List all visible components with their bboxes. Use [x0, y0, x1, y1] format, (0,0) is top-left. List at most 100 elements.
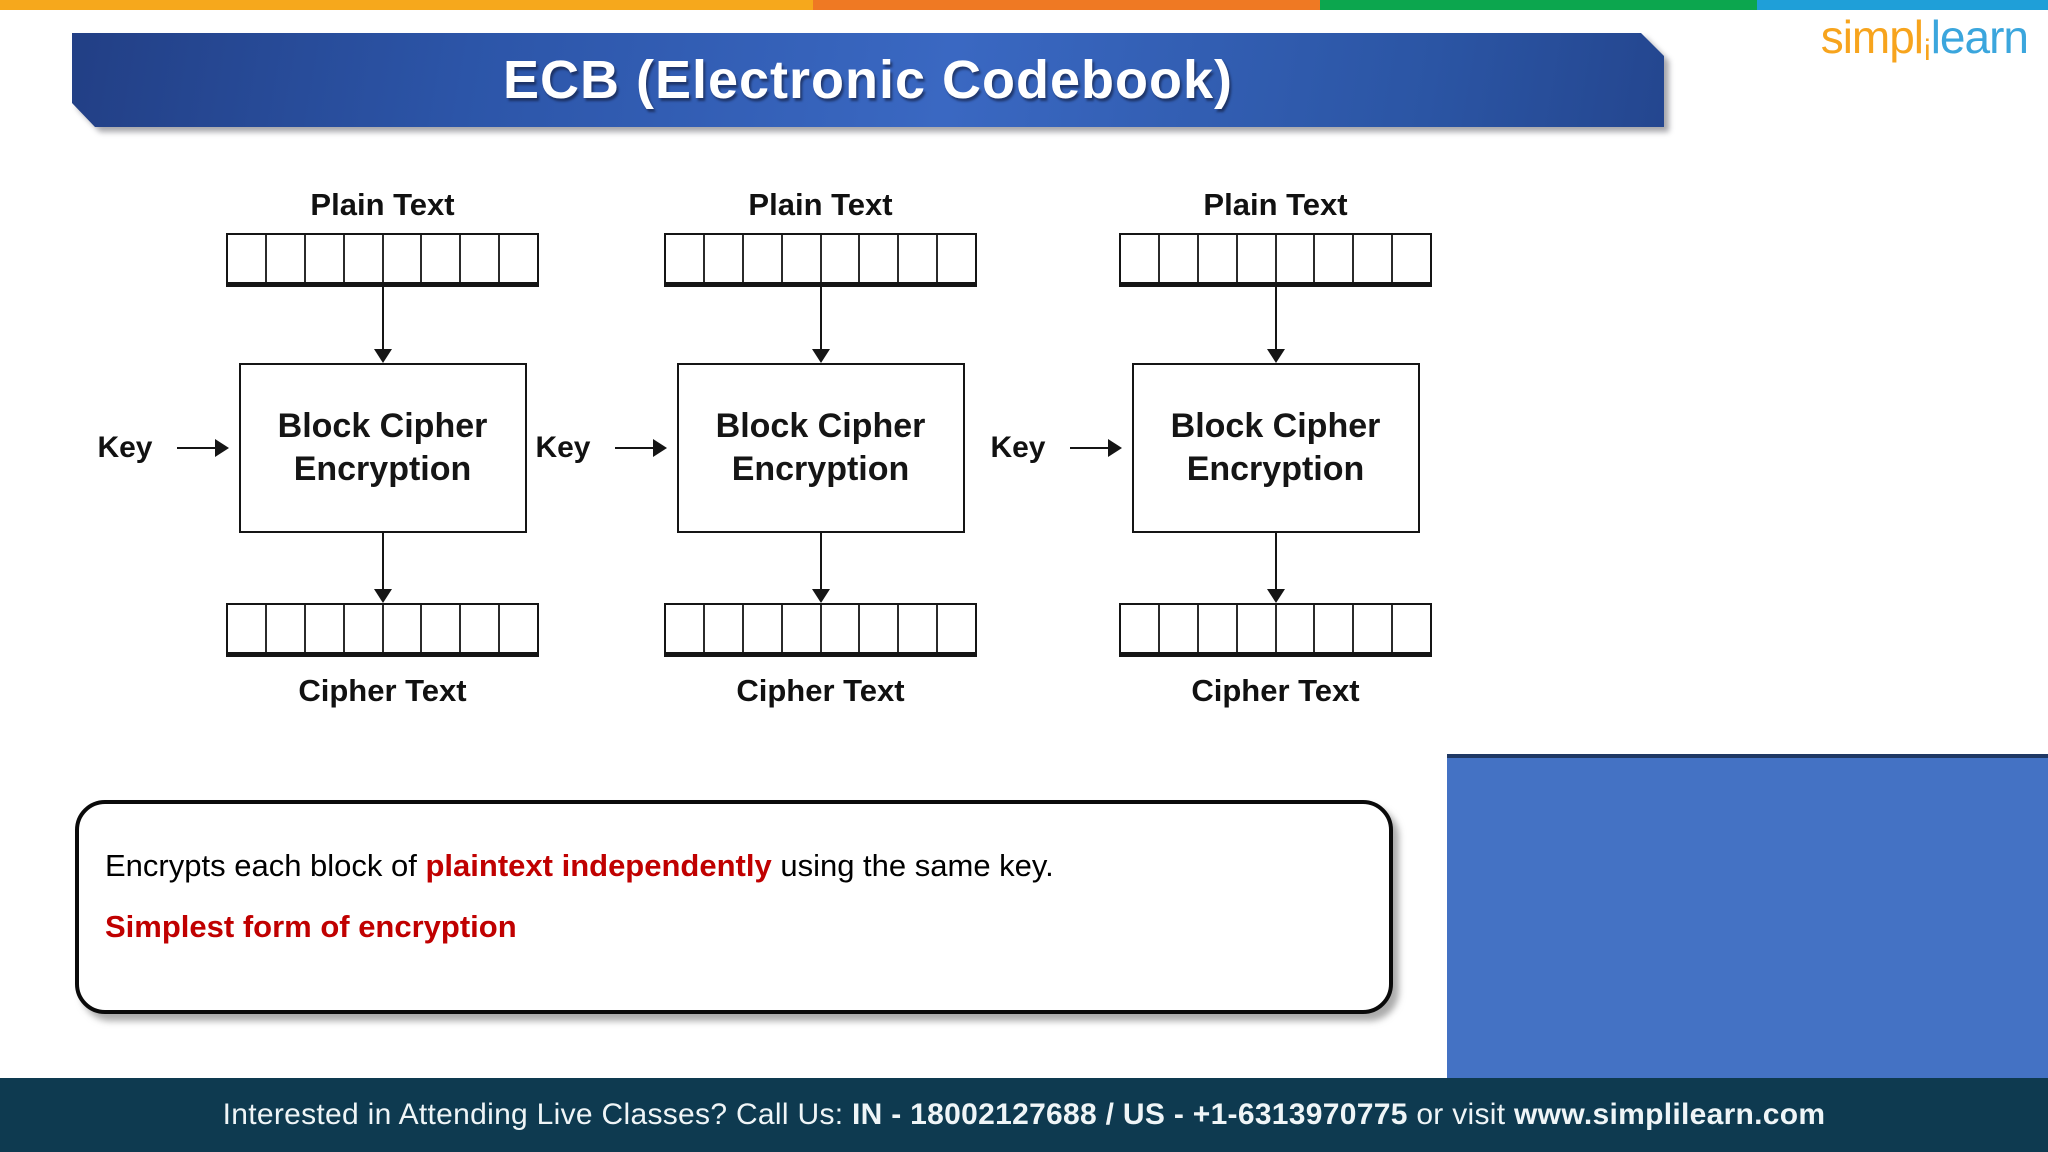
block-cell — [228, 235, 267, 282]
key-input: Key — [990, 431, 1122, 465]
block-cell — [461, 605, 501, 652]
block-cell — [422, 605, 462, 652]
block-cell — [1315, 235, 1355, 282]
plaintext-blocks — [226, 233, 539, 287]
logo-text-learn: learn — [1930, 11, 2029, 63]
stripe-segment-blue — [1757, 0, 2048, 10]
box-label-line2: Encryption — [293, 450, 472, 488]
plaintext-blocks — [1119, 233, 1432, 287]
block-cell — [938, 235, 975, 282]
plaintext-blocks — [664, 233, 977, 287]
plain-text-label: Plain Text — [1203, 187, 1348, 222]
footer-website-link: www.simplilearn.com — [1514, 1098, 1826, 1131]
ecb-column-2: Plain Text Block Cipher Encryption Key C… — [535, 185, 978, 711]
description-line2: Simplest form of encryption — [105, 909, 517, 944]
description-line1-suffix: using the same key. — [771, 848, 1054, 883]
footer-text-prefix: Interested in Attending Live Classes? Ca… — [222, 1098, 853, 1131]
block-cipher-encryption-box: Block Cipher Encryption Key — [990, 363, 1420, 533]
block-cell — [500, 235, 537, 282]
footer-bar: Interested in Attending Live Classes? Ca… — [0, 1078, 2048, 1152]
arrow-right-icon — [1069, 439, 1122, 457]
box-label-line1: Block Cipher — [1170, 407, 1381, 445]
arrow-down-icon — [811, 533, 830, 603]
block-cell — [1238, 235, 1277, 282]
ecb-column-1: Plain Text Block Cipher Encryption Key C… — [97, 185, 540, 711]
box-label-line2: Encryption — [1186, 450, 1365, 488]
block-cell — [860, 235, 900, 282]
block-cell — [783, 605, 822, 652]
block-cell — [1160, 235, 1199, 282]
stripe-segment-green — [1320, 0, 1757, 10]
cipher-text-label: Cipher Text — [1191, 673, 1360, 708]
block-cell — [461, 235, 501, 282]
block-cell — [1199, 235, 1238, 282]
description-line1-prefix: Encrypts each block of — [105, 848, 426, 883]
ciphertext-blocks — [226, 603, 539, 657]
arrow-down-icon — [373, 287, 392, 363]
block-cell — [1354, 235, 1394, 282]
footer-phone-numbers: IN - 18002127688 / US - +1-6313970775 — [852, 1098, 1408, 1131]
block-cell — [345, 605, 384, 652]
block-cell — [345, 235, 384, 282]
block-cell — [1121, 605, 1160, 652]
box-label-line2: Encryption — [731, 450, 910, 488]
block-cell — [1393, 605, 1430, 652]
block-cell — [384, 235, 423, 282]
block-cell — [306, 605, 345, 652]
presenter-video-panel — [1447, 754, 2048, 1078]
block-cell — [1238, 605, 1277, 652]
block-cell — [1315, 605, 1355, 652]
block-cell — [1160, 605, 1199, 652]
key-input: Key — [535, 431, 667, 465]
block-cell — [267, 235, 306, 282]
block-cell — [899, 605, 939, 652]
block-cell — [666, 605, 705, 652]
brand-color-stripe — [0, 0, 2048, 10]
block-cell — [1277, 605, 1316, 652]
block-cell — [1277, 235, 1316, 282]
block-cell — [267, 605, 306, 652]
block-cell — [1121, 235, 1160, 282]
description-box: Encrypts each block of plaintext indepen… — [75, 800, 1393, 1014]
block-cell — [1354, 605, 1394, 652]
stripe-segment-orange — [813, 0, 1320, 10]
block-cell — [744, 605, 783, 652]
box-label-line1: Block Cipher — [277, 407, 488, 445]
block-cell — [1393, 235, 1430, 282]
description-line1-highlight: plaintext independently — [425, 848, 772, 883]
arrow-down-icon — [1266, 287, 1285, 363]
arrow-down-icon — [373, 533, 392, 603]
block-cell — [822, 605, 861, 652]
block-cell — [860, 605, 900, 652]
block-cipher-encryption-box: Block Cipher Encryption Key — [97, 363, 527, 533]
block-cell — [666, 235, 705, 282]
block-cell — [744, 235, 783, 282]
footer-text-middle: or visit — [1407, 1098, 1515, 1131]
block-cell — [306, 235, 345, 282]
block-cell — [228, 605, 267, 652]
arrow-right-icon — [614, 439, 667, 457]
block-cell — [422, 235, 462, 282]
arrow-right-icon — [176, 439, 229, 457]
block-cell — [500, 605, 537, 652]
plain-text-label: Plain Text — [310, 187, 455, 222]
block-cell — [938, 605, 975, 652]
ciphertext-blocks — [1119, 603, 1432, 657]
plain-text-label: Plain Text — [748, 187, 893, 222]
cipher-text-label: Cipher Text — [298, 673, 467, 708]
arrow-down-icon — [811, 287, 830, 363]
stripe-segment-yellow — [0, 0, 813, 10]
block-cell — [899, 235, 939, 282]
box-label-line1: Block Cipher — [715, 407, 926, 445]
key-label: Key — [990, 431, 1046, 464]
key-label: Key — [97, 431, 153, 464]
block-cipher-encryption-box: Block Cipher Encryption Key — [535, 363, 965, 533]
title-banner: ECB (Electronic Codebook) — [72, 33, 1664, 127]
logo-text-simpl: simpl — [1820, 11, 1924, 63]
cipher-text-label: Cipher Text — [736, 673, 905, 708]
block-cell — [705, 605, 744, 652]
block-cell — [384, 605, 423, 652]
ecb-column-3: Plain Text Block Cipher Encryption Key C… — [990, 185, 1433, 711]
ciphertext-blocks — [664, 603, 977, 657]
key-label: Key — [535, 431, 591, 464]
